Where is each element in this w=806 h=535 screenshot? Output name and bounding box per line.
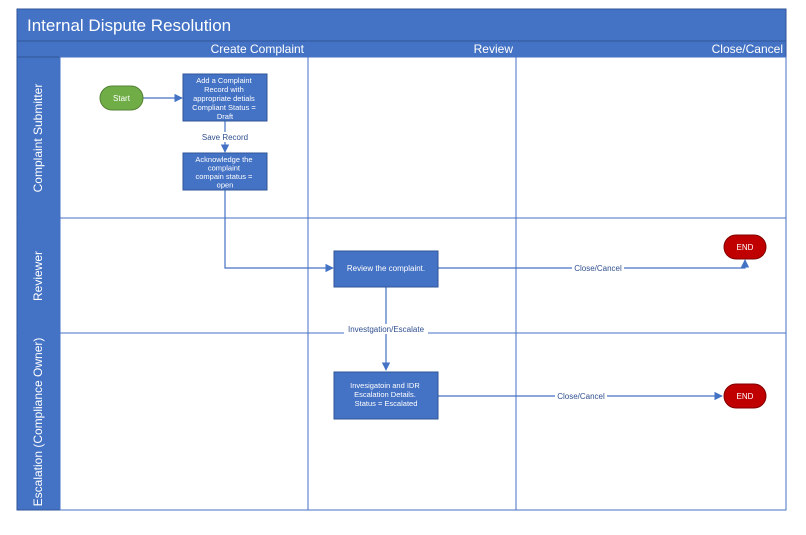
lane-label-reviewer: Reviewer [31, 251, 45, 301]
process-text-line: Acknowledge the [195, 155, 252, 164]
process-text-line: Compliant Status = [192, 103, 256, 112]
connector-review-to-end [438, 259, 750, 269]
column-header-create-complaint: Create Complaint [211, 42, 305, 56]
edge-label-investigate: Investgation/Escalate [348, 325, 425, 334]
lane-label-complaint-submitter: Complaint Submitter [31, 84, 45, 193]
process-text-line: Status = Escalated [355, 399, 418, 408]
end-node-escalation-label: END [737, 392, 754, 401]
edge-label-bg-close-escalation [555, 391, 607, 401]
grid-border [59, 56, 787, 511]
lane-header-escalation [16, 332, 61, 511]
start-node-label: Start [113, 94, 131, 103]
diagram-title: Internal Dispute Resolution [27, 16, 231, 35]
end-node-reviewer-label: END [737, 243, 754, 252]
end-node-escalation [723, 383, 767, 409]
edge-label-save-record: Save Record [202, 133, 248, 142]
process-text-line: Escalation Details. [354, 390, 416, 399]
lane-header-complaint-submitter [16, 56, 61, 219]
process-add-complaint-record-text: Add a Complaint Record with appropriate … [192, 76, 258, 121]
column-header-review: Review [474, 42, 514, 56]
process-text-line: Invesigatoin and IDR [350, 381, 420, 390]
edge-label-close-reviewer: Close/Cancel [574, 264, 622, 273]
edge-label-bg-close-reviewer [572, 263, 624, 273]
process-text-line: Review the complaint. [347, 264, 425, 273]
connector-ack-to-review [224, 190, 334, 273]
process-acknowledge-complaint-text: Acknowledge the complaint compain status… [195, 155, 254, 190]
process-investigation-escalation-text: Invesigatoin and IDR Escalation Details.… [350, 381, 422, 408]
process-add-complaint-record [182, 73, 268, 122]
process-text-line: open [217, 181, 234, 190]
process-text-line: complaint [208, 164, 241, 173]
end-node-reviewer [723, 234, 767, 260]
process-investigation-escalation [333, 371, 439, 420]
title-bar [16, 8, 787, 42]
edge-label-bg-investigate [344, 324, 428, 334]
process-text-line: appropriate detials [193, 94, 255, 103]
process-review-complaint-text: Review the complaint. [347, 264, 425, 273]
process-text-line: compain status = [196, 172, 254, 181]
edge-label-bg-save-record [200, 132, 250, 142]
process-text-line: Record with [204, 85, 244, 94]
start-node [99, 85, 144, 111]
edge-label-close-escalation: Close/Cancel [557, 392, 605, 401]
process-acknowledge-complaint [182, 152, 268, 191]
process-text-line: Add a Complaint [196, 76, 252, 85]
lane-label-escalation: Escalation (Compliance Owner) [31, 338, 45, 507]
process-text-line: Draft [217, 112, 234, 121]
column-header-close-cancel: Close/Cancel [712, 42, 783, 56]
column-header-row [16, 40, 787, 58]
process-review-complaint [333, 250, 439, 288]
